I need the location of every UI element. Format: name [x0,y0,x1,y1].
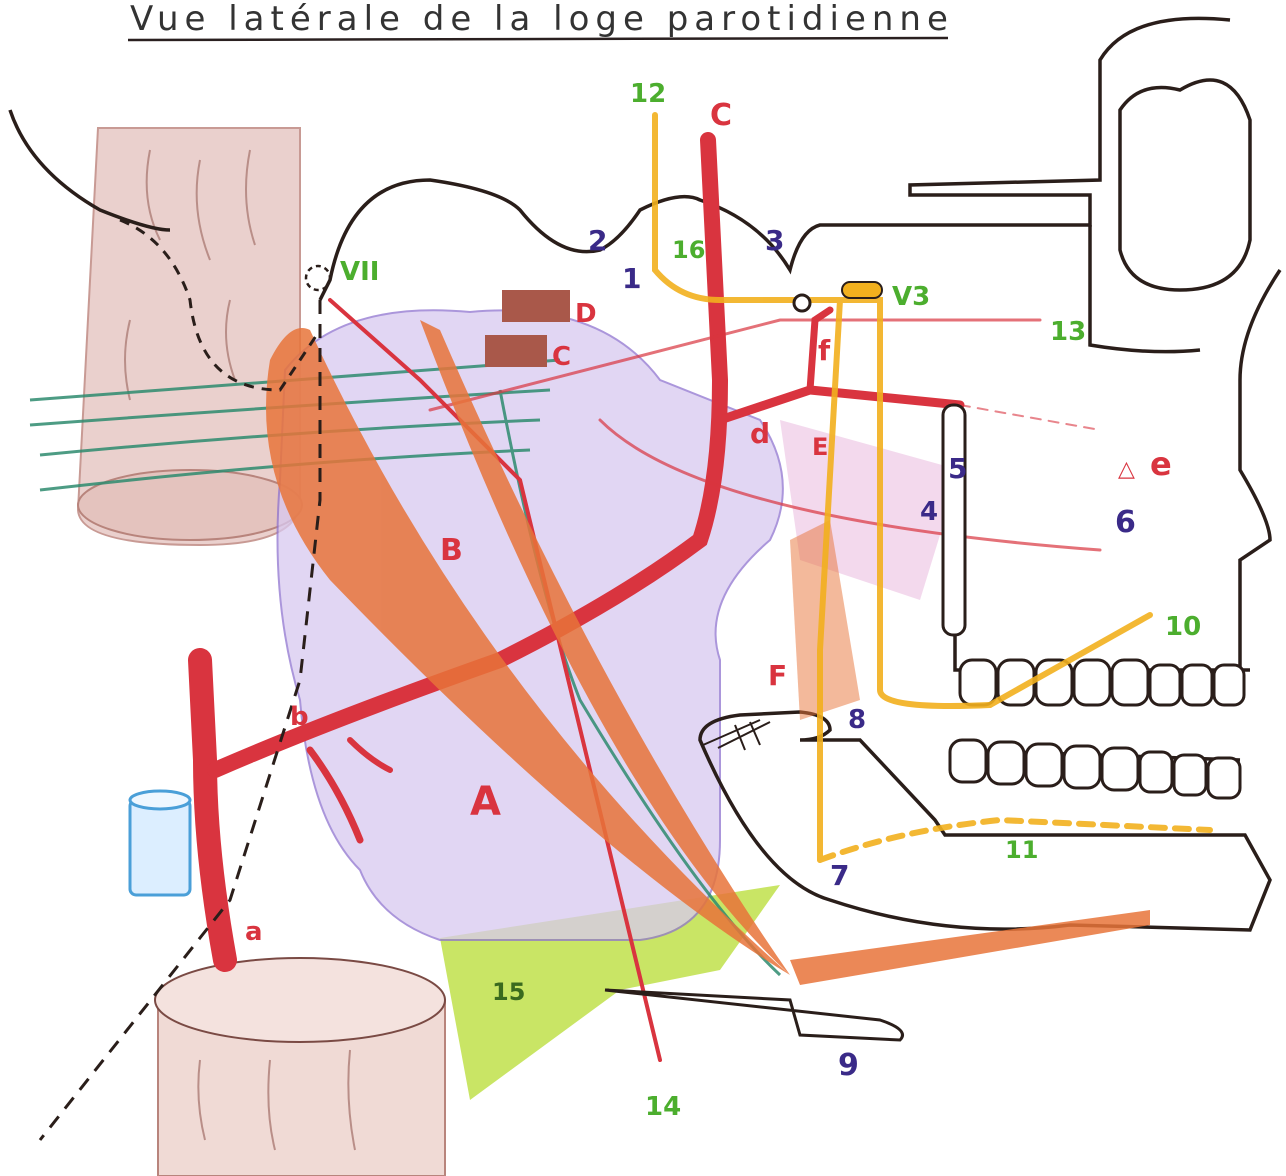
label-11: 11 [1005,836,1038,864]
label-d: d [750,417,770,450]
label-f: f [818,334,831,367]
label-2: 2 [588,224,607,257]
label-VII: VII [340,257,379,287]
label-e: e [1150,445,1172,483]
label-b: b [290,702,309,732]
parotid-gland [278,310,783,940]
label-C-small: C [552,342,571,372]
stylomastoid-foramen [306,266,330,290]
label-3: 3 [765,224,784,257]
triangle-e: △ [1118,457,1135,482]
label-V3: V3 [892,282,930,312]
jugular-cylinder [130,791,190,895]
label-A: A [470,779,501,825]
diagram-title: Vue latérale de la loge parotidienne [130,0,954,39]
label-16: 16 [672,236,705,264]
muscle-block-d [502,290,570,322]
label-9: 9 [838,1048,859,1083]
foramen-circle [794,295,810,311]
label-15: 15 [492,978,525,1006]
label-12: 12 [630,79,666,109]
muscle-block-c [485,335,547,367]
label-5: 5 [948,452,967,485]
foramen-ovale-mark [842,282,882,298]
label-8: 8 [848,705,866,735]
pterygoid-plate [943,405,965,635]
label-6: 6 [1115,505,1136,540]
label-4: 4 [920,497,938,527]
label-7: 7 [830,859,849,892]
label-B: B [440,533,463,568]
label-D: D [575,299,597,329]
label-1: 1 [622,262,641,295]
label-C-upper: C [710,98,732,133]
label-F: F [768,659,787,692]
label-E: E [812,433,828,461]
label-a: a [245,917,263,947]
label-14: 14 [645,1092,681,1122]
label-10: 10 [1165,612,1201,642]
lower-neck-cylinder [155,958,445,1176]
lower-teeth [950,740,1240,798]
label-13: 13 [1050,317,1086,347]
